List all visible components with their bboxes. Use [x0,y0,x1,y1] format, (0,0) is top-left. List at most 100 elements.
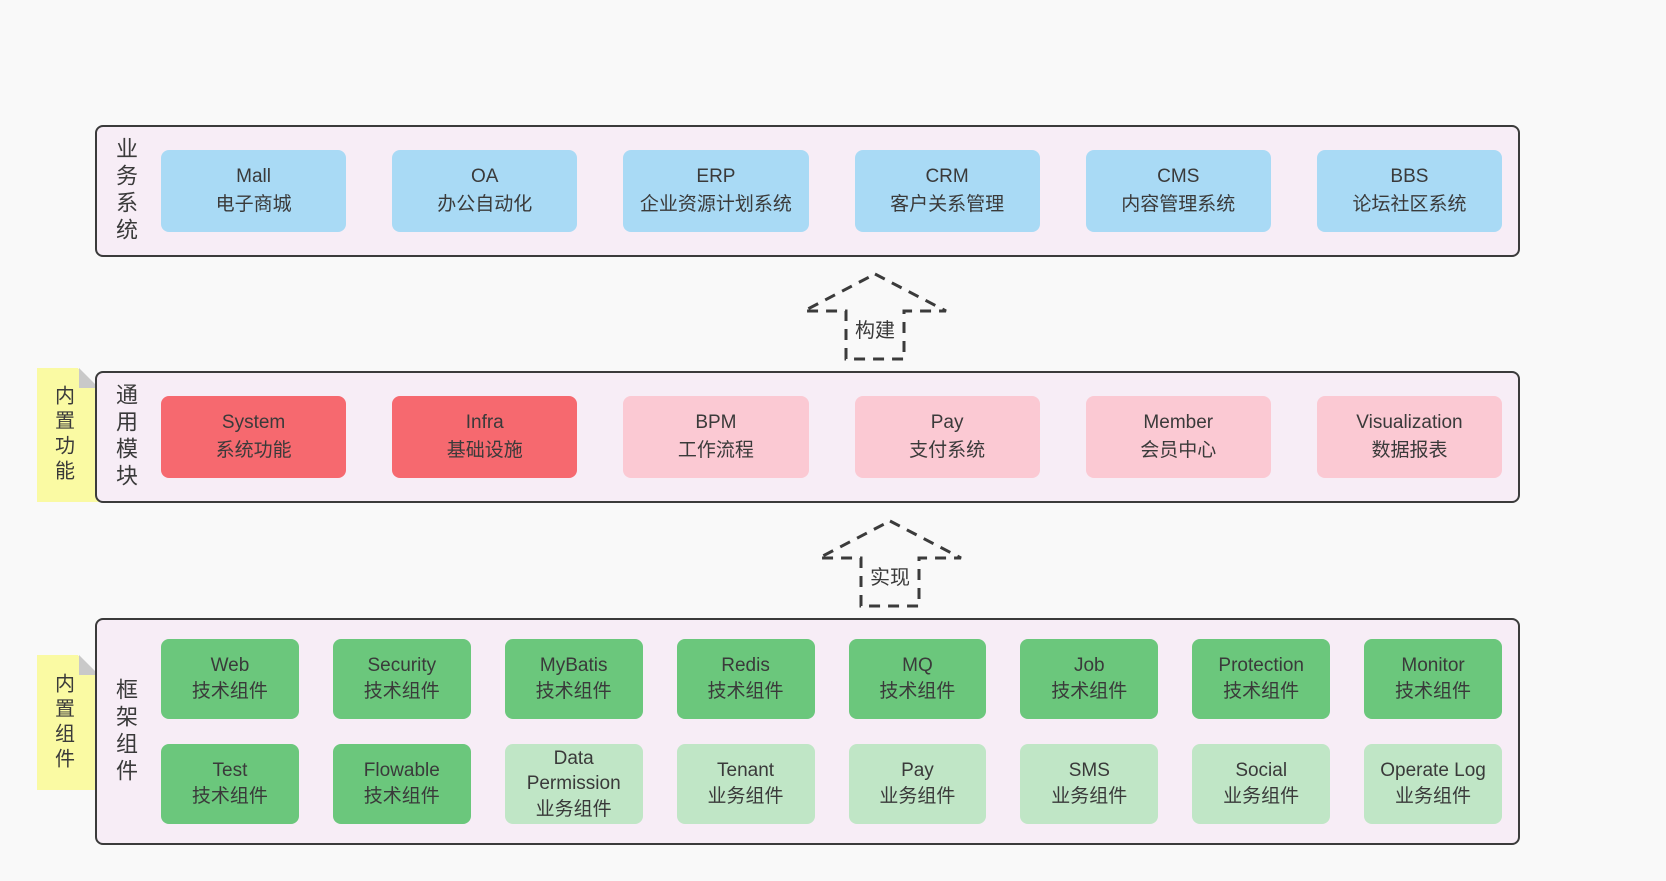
box-name: Web [210,655,250,677]
box-name: CMS [1157,166,1200,188]
box-name: Social [1235,760,1288,782]
section-framework-components: 框架组件 Web 技术组件 Security 技术组件 MyBatis 技术组件… [95,618,1520,845]
box-desc: 论坛社区系统 [1352,194,1467,215]
box-name: Data Permission [526,747,621,795]
box-name: Operate Log [1380,760,1486,782]
box-mybatis: MyBatis 技术组件 [504,639,643,719]
arrow-build: 构建 [800,270,950,363]
section-label-framework-components: 框架组件 [113,677,138,786]
box-name: Test [212,760,248,782]
box-desc: 业务组件 [707,786,784,807]
box-desc: 技术组件 [1223,681,1300,702]
box-desc: 业务组件 [1395,786,1472,807]
box-name: BBS [1390,166,1429,188]
box-name: Flowable [363,760,440,782]
box-infra: Infra 基础设施 [392,396,578,478]
box-row: Mall 电子商城 OA 办公自动化 ERP 企业资源计划系统 CRM 客户关系… [161,150,1503,232]
box-desc: 系统功能 [215,440,292,461]
sticky-note-builtin-components: 内置组件 [37,655,99,790]
dashed-up-arrow-icon [818,519,962,608]
box-desc: 业务组件 [1223,786,1300,807]
box-name: MyBatis [539,655,608,677]
box-mq: MQ 技术组件 [848,639,987,719]
box-pay-component: Pay 业务组件 [848,744,987,824]
box-desc: 企业资源计划系统 [639,194,792,215]
box-name: CRM [925,166,969,188]
box-bbs: BBS 论坛社区系统 [1316,150,1503,232]
section-common-modules: 通用模块 System 系统功能 Infra 基础设施 BPM 工作流程 Pay… [95,371,1520,503]
box-test: Test 技术组件 [161,744,299,824]
box-data-permission: Data Permission 业务组件 [504,744,643,824]
box-row: Test 技术组件 Flowable 技术组件 Data Permission … [161,744,1502,824]
box-name: Pay [901,760,934,782]
box-member: Member 会员中心 [1085,396,1271,478]
box-desc: 会员中心 [1140,440,1217,461]
box-desc: 业务组件 [1051,786,1128,807]
box-crm: CRM 客户关系管理 [854,150,1040,232]
box-name: Visualization [1356,412,1463,434]
box-bpm: BPM 工作流程 [623,396,809,478]
box-name: ERP [696,166,736,188]
box-name: Tenant [717,760,775,782]
box-desc: 技术组件 [363,681,440,702]
box-desc: 电子商城 [215,194,292,215]
box-desc: 业务组件 [535,798,612,820]
box-sms: SMS 业务组件 [1020,744,1159,824]
box-erp: ERP 企业资源计划系统 [623,150,809,232]
sticky-note-label: 内置组件 [51,672,74,773]
framework-components-boxes: Web 技术组件 Security 技术组件 MyBatis 技术组件 Redi… [153,620,1518,843]
box-cms: CMS 内容管理系统 [1085,150,1271,232]
box-flowable: Flowable 技术组件 [332,744,471,824]
box-protection: Protection 技术组件 [1192,639,1331,719]
box-name: SMS [1068,760,1110,782]
box-pay-module: Pay 支付系统 [854,396,1040,478]
box-name: Security [367,655,437,677]
box-redis: Redis 技术组件 [676,639,815,719]
box-desc: 技术组件 [1395,681,1472,702]
box-name: Monitor [1401,655,1465,677]
section-label-business-systems: 业务系统 [113,137,138,245]
box-operate-log: Operate Log 业务组件 [1364,744,1502,824]
box-name: Member [1143,412,1214,434]
box-name: Protection [1218,655,1304,677]
box-monitor: Monitor 技术组件 [1364,639,1502,719]
box-desc: 内容管理系统 [1121,194,1236,215]
box-name: OA [471,166,499,188]
box-desc: 技术组件 [363,786,440,807]
box-desc: 技术组件 [1051,681,1128,702]
arrow-implement-label: 实现 [870,567,910,589]
box-system: System 系统功能 [161,396,347,478]
box-name: BPM [695,412,737,434]
box-desc: 技术组件 [879,681,956,702]
box-mall: Mall 电子商城 [161,150,347,232]
box-name: System [221,412,286,434]
box-web: Web 技术组件 [161,639,299,719]
box-name: Pay [930,412,964,434]
box-desc: 工作流程 [677,440,754,461]
box-name: MQ [902,655,933,677]
section-business-systems: 业务系统 Mall 电子商城 OA 办公自动化 ERP 企业资源计划系统 CRM… [95,125,1520,257]
box-desc: 基础设施 [446,440,523,461]
box-desc: 数据报表 [1371,440,1448,461]
arrow-implement: 实现 [815,517,965,610]
section-label-common-modules: 通用模块 [113,383,138,491]
box-security: Security 技术组件 [332,639,471,719]
box-desc: 技术组件 [191,786,268,807]
box-desc: 技术组件 [535,681,612,702]
box-name: Job [1073,655,1105,677]
sticky-note-builtin-features: 内置功能 [37,368,99,502]
box-oa: OA 办公自动化 [392,150,578,232]
box-desc: 办公自动化 [437,194,533,215]
box-row: Web 技术组件 Security 技术组件 MyBatis 技术组件 Redi… [161,639,1502,719]
box-desc: 客户关系管理 [890,194,1005,215]
dashed-up-arrow-icon [803,272,947,361]
box-visualization: Visualization 数据报表 [1316,396,1503,478]
common-modules-boxes: System 系统功能 Infra 基础设施 BPM 工作流程 Pay 支付系统… [153,373,1518,501]
box-desc: 技术组件 [191,681,268,702]
box-desc: 支付系统 [909,440,986,461]
box-tenant: Tenant 业务组件 [676,744,815,824]
arrow-build-label: 构建 [855,320,895,342]
box-desc: 业务组件 [879,786,956,807]
box-row: System 系统功能 Infra 基础设施 BPM 工作流程 Pay 支付系统… [161,396,1503,478]
box-social: Social 业务组件 [1192,744,1331,824]
